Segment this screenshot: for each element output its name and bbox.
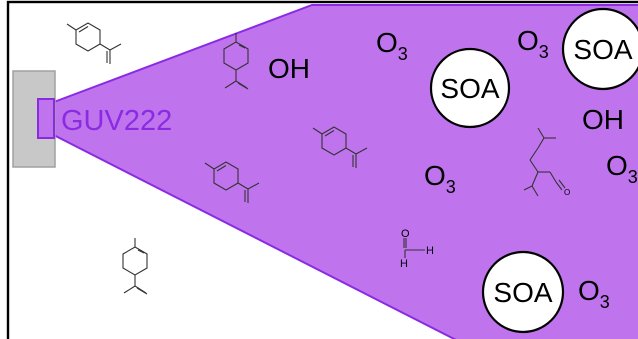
formaldehyde-hydrogen-label: H [400, 258, 408, 270]
formaldehyde-molecule [403, 238, 425, 258]
lamp-label: GUV222 [61, 105, 172, 137]
svg-text:SOA: SOA [493, 277, 552, 308]
hydroxyl-radical-label: OH [268, 53, 310, 84]
formaldehyde-oxygen-label: O [401, 228, 410, 240]
hydroxyl-radical-label: OH [582, 104, 624, 135]
ozone-label: O3 [578, 275, 610, 312]
soa-particle: SOA [429, 47, 511, 129]
formaldehyde-hydrogen-label: H [426, 245, 434, 257]
ozone-label: O3 [376, 27, 408, 64]
ozone-label: O3 [606, 150, 638, 187]
limonene-molecule [66, 22, 122, 65]
lamp-window [37, 98, 55, 139]
soa-particle: SOA [561, 7, 638, 91]
soa-particle: SOA [481, 250, 565, 334]
svg-text:SOA: SOA [573, 34, 632, 65]
svg-text:SOA: SOA [440, 73, 499, 104]
chamber-outline [6, 0, 638, 339]
limonene-molecule [122, 237, 148, 295]
ozone-label: O3 [517, 25, 549, 62]
carbonyl-oxygen-label: O [564, 188, 570, 197]
keto-aldehyde-molecule [523, 127, 566, 197]
ozone-label: O3 [424, 160, 456, 197]
